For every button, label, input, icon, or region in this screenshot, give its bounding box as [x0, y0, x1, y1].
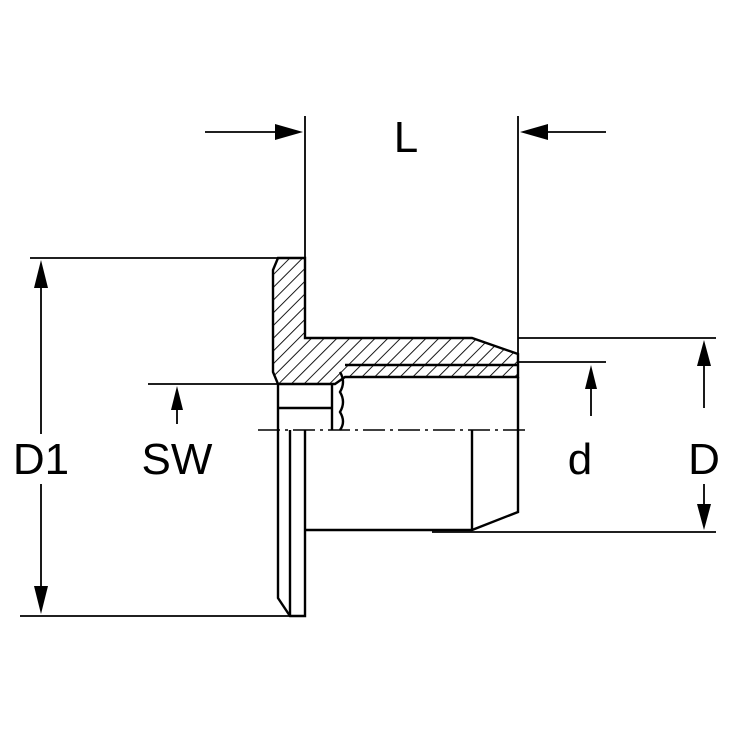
label-D: D — [688, 435, 720, 484]
arrowhead — [585, 365, 597, 389]
label-L: L — [394, 113, 418, 162]
shank-outline — [305, 377, 520, 532]
arrowhead — [171, 386, 183, 410]
part-body — [271, 256, 520, 618]
label-d: d — [568, 435, 592, 484]
label-D1: D1 — [13, 435, 69, 484]
label-SW: SW — [142, 435, 213, 484]
section-hatch — [271, 256, 520, 386]
arrowhead — [34, 586, 48, 614]
arrowhead — [697, 340, 711, 366]
flange-outline — [276, 384, 307, 618]
extension-lines — [20, 116, 716, 617]
arrowhead — [34, 260, 48, 288]
thread-start-arc — [338, 371, 345, 431]
arrowhead — [275, 124, 303, 140]
arrowhead — [520, 124, 548, 140]
arrowhead — [697, 504, 711, 530]
